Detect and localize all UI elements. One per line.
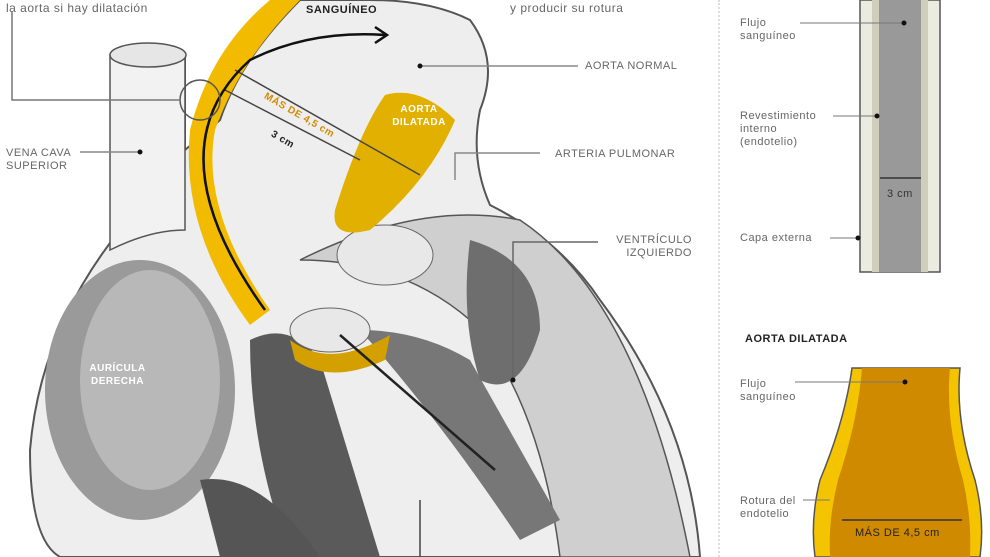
dilated-width-label: MÁS DE 4,5 cm bbox=[855, 527, 940, 539]
normal-width-label: 3 cm bbox=[887, 188, 913, 200]
vena-cava bbox=[109, 54, 186, 252]
label-arteria-pulmonar: ARTERIA PULMONAR bbox=[555, 148, 676, 160]
flow-title: SANGUÍNEO bbox=[306, 4, 378, 16]
dilated-panel-title: AORTA DILATADA bbox=[745, 333, 848, 345]
aorta-dilatada-shape bbox=[334, 92, 455, 233]
panel-divider bbox=[718, 0, 720, 557]
aorta-wall-highlight bbox=[188, 0, 300, 325]
normal-capa-label: Capa externa bbox=[740, 232, 813, 244]
label-aorta-normal: AORTA NORMAL bbox=[585, 60, 678, 72]
intro-left-caption: la aorta si hay dilatación bbox=[6, 1, 148, 15]
intro-right-caption: y producir su rotura bbox=[510, 1, 624, 15]
